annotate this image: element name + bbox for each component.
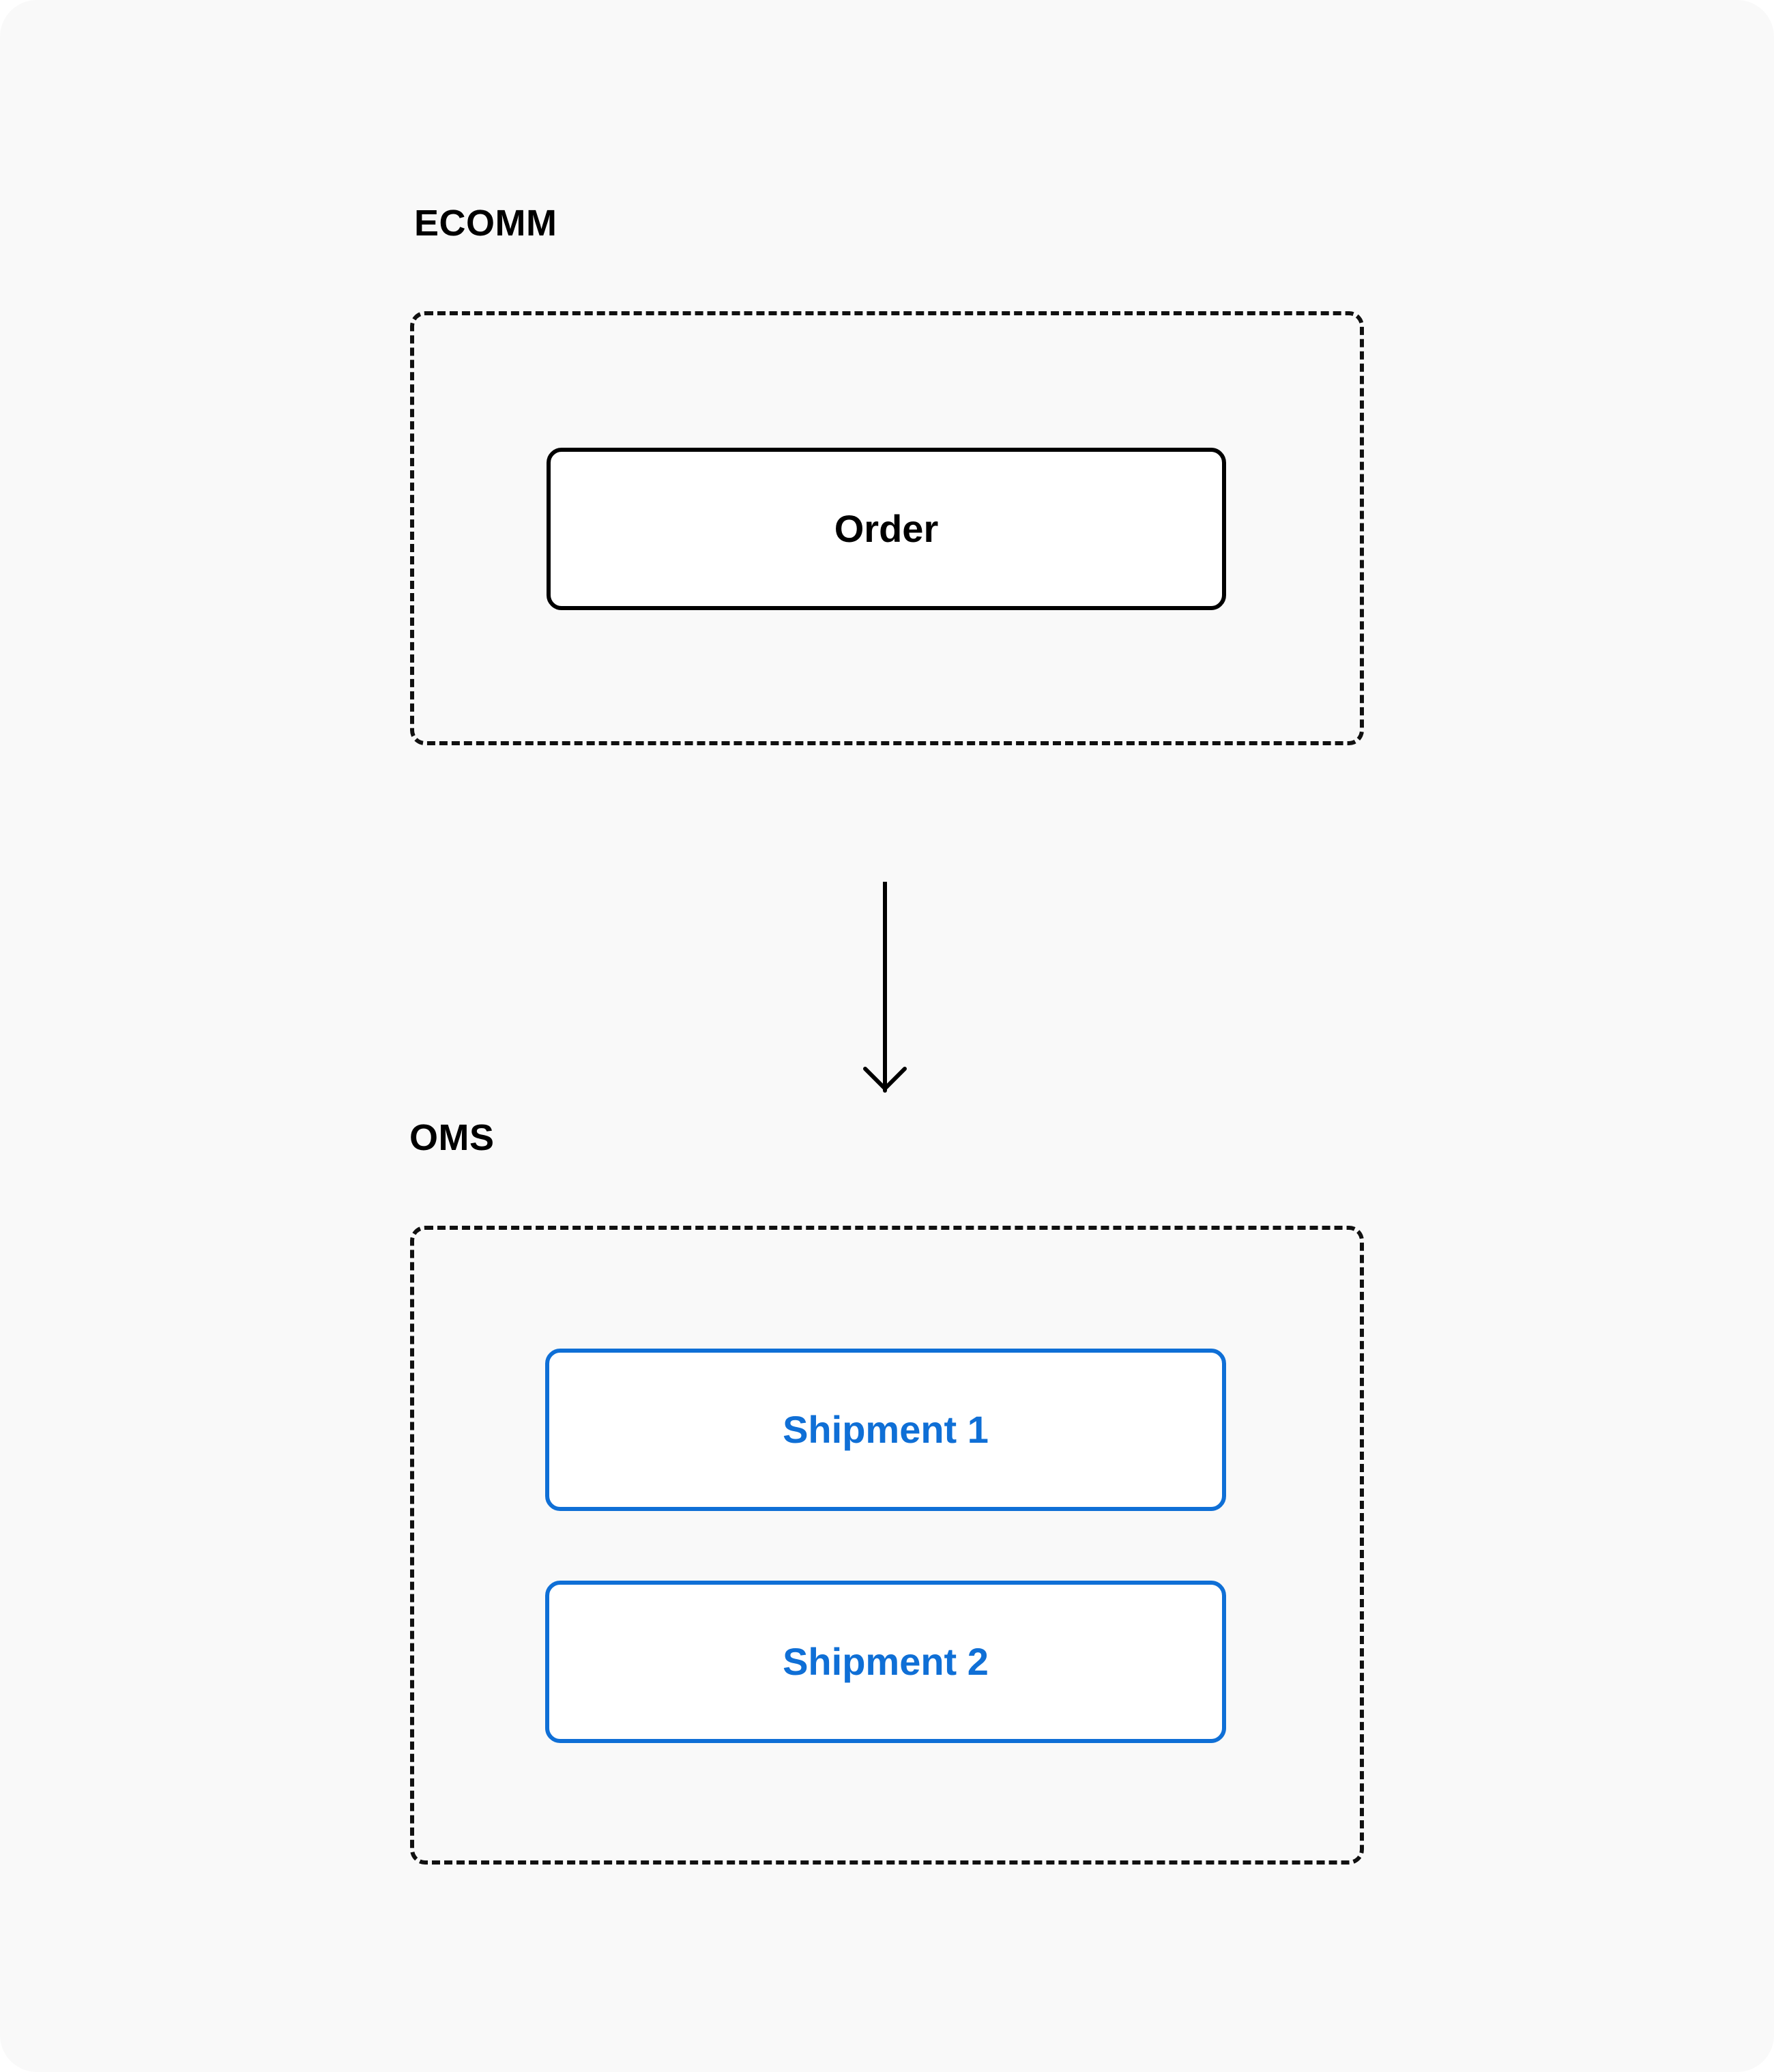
shipment-2-node-label: Shipment 2	[783, 1640, 989, 1683]
ecomm-group-label: ECOMM	[414, 203, 557, 244]
oms-group-label: OMS	[409, 1117, 495, 1158]
shipment-2-node: Shipment 2	[545, 1581, 1226, 1743]
shipment-1-node: Shipment 1	[545, 1349, 1226, 1511]
oms-group-frame	[410, 1226, 1364, 1865]
order-node: Order	[547, 448, 1226, 610]
down-arrow-icon	[863, 882, 907, 1093]
ecomm-group-frame	[410, 311, 1364, 745]
shipment-1-node-label: Shipment 1	[783, 1408, 989, 1451]
order-node-label: Order	[834, 507, 939, 550]
